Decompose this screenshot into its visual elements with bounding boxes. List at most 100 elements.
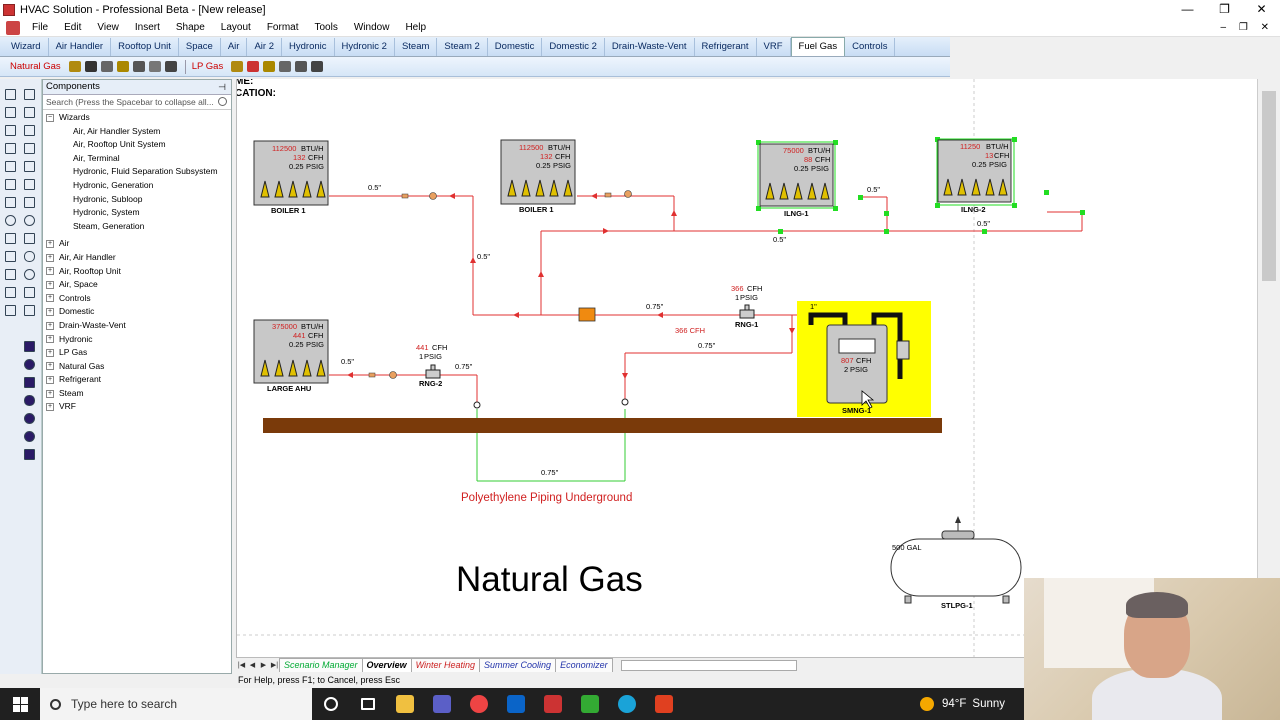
components-search-input[interactable]: Search (Press the Spacebar to collapse a… [43,95,231,110]
boiler-1-left[interactable]: 112500 BTU/H 132 CFH 0.25 PSIG BOILER 1 [253,140,329,215]
tab-steam[interactable]: Steam [395,38,438,56]
tab-fuel-gas[interactable]: Fuel Gas [790,37,846,56]
tree-item[interactable]: Air, Rooftop Unit System [73,139,166,150]
lp-burner-icon[interactable] [231,61,244,72]
fill-rounded-icon[interactable] [24,395,35,406]
tab-hydronic-2[interactable]: Hydronic 2 [335,38,395,56]
arrow-tool-icon[interactable] [24,143,35,154]
close-button[interactable]: ✕ [1256,2,1267,16]
meter-icon[interactable] [100,61,113,72]
mdi-controls-icon[interactable]: – ❐ ✕ [1220,22,1274,33]
search-icon[interactable] [218,97,227,106]
selection-handle-dots[interactable] [756,137,1085,234]
connector-tool-icon[interactable] [5,125,16,136]
tree-node[interactable]: +Air, Rooftop Unit [46,265,121,276]
tab-drain-waste-vent[interactable]: Drain-Waste-Vent [605,38,695,56]
inline-fittings[interactable] [368,190,632,409]
tab-air-handler[interactable]: Air Handler [49,38,112,56]
rect-tool-icon[interactable] [24,233,35,244]
fill-circle-icon[interactable] [24,359,35,370]
lp-valve-icon[interactable] [263,61,276,72]
tab-wizard[interactable]: Wizard [4,38,49,56]
tree-item[interactable]: Air, Air Handler System [73,125,161,136]
fill-shape-icon[interactable] [24,449,35,460]
tree-node[interactable]: +Steam [46,387,84,398]
outlook-icon[interactable] [497,688,534,720]
lp-connector-icon[interactable] [311,61,324,72]
tab-vrf[interactable]: VRF [757,38,791,56]
text-tool-icon[interactable] [5,161,16,172]
tab-domestic-2[interactable]: Domestic 2 [542,38,605,56]
lp-fitting-icon[interactable] [295,61,308,72]
tree-item[interactable]: Hydronic, Generation [73,179,154,190]
regulator-rng-1[interactable] [739,304,755,319]
file-explorer-icon[interactable] [386,688,423,720]
valve-icon[interactable] [116,61,129,72]
menu-layout[interactable]: Layout [220,21,251,33]
earthquake-valve[interactable] [578,307,596,322]
tree-item[interactable]: Hydronic, Fluid Separation Subsystem [73,166,218,177]
appliance-icon[interactable] [148,61,161,72]
group-tool-icon[interactable] [5,179,16,190]
weather-widget[interactable]: 94°F Sunny [920,688,1005,720]
tree-node[interactable]: +Hydronic [46,333,93,344]
regulator-icon[interactable] [84,61,97,72]
tree-node[interactable]: +VRF [46,401,76,412]
tree-item[interactable]: Steam, Generation [73,220,145,231]
cortana-icon[interactable] [312,688,349,720]
drawing-canvas[interactable]: ME: CATION: [236,79,1257,657]
gas-piping[interactable] [329,195,1083,403]
align-tool-icon[interactable] [5,197,16,208]
tab-rooftop-unit[interactable]: Rooftop Unit [111,38,179,56]
fill-rect-icon[interactable] [24,377,35,388]
sheet-tab-overview[interactable]: Overview [361,658,412,672]
menu-tools[interactable]: Tools [314,21,338,33]
camtasia-icon[interactable] [571,688,608,720]
tab-steam-2[interactable]: Steam 2 [437,38,488,56]
document-icon[interactable] [6,20,20,35]
tree-item[interactable]: Air, Terminal [73,152,120,163]
sheet-tab-winter-heating[interactable]: Winter Heating [410,658,481,672]
tab-air-2[interactable]: Air 2 [247,38,283,56]
tree-node[interactable]: +Refrigerant [46,374,102,385]
collapse-icon[interactable]: − [46,113,54,122]
menu-view[interactable]: View [97,21,119,33]
expand-icon[interactable]: + [46,294,54,303]
tree-item[interactable]: Hydronic, System [73,207,140,218]
sheet-tab-summer-cooling[interactable]: Summer Cooling [479,658,557,672]
tree-node[interactable]: +Domestic [46,306,95,317]
edge-icon[interactable] [608,688,645,720]
shape-tool-icon[interactable] [5,89,16,100]
taskbar-search-input[interactable]: Type here to search [40,688,312,720]
ellipse-tool-icon[interactable] [5,215,16,226]
vertical-scrollbar[interactable] [1257,79,1280,657]
menu-file[interactable]: File [32,21,49,33]
pan-tool-icon[interactable] [5,107,16,118]
oval-tool-icon[interactable] [24,269,35,280]
menu-shape[interactable]: Shape [175,21,205,33]
menu-window[interactable]: Window [353,21,390,33]
expand-icon[interactable]: + [46,253,54,262]
fill-square-icon[interactable] [24,341,35,352]
flip-tool-icon[interactable] [5,287,16,298]
tab-refrigerant[interactable]: Refrigerant [695,38,757,56]
large-ahu[interactable]: 375000 BTU/H 441 CFH 0.25 PSIG LARGE AHU [253,319,329,393]
tab-air[interactable]: Air [221,38,248,56]
tree-node[interactable]: +Air, Space [46,279,98,290]
arc-tool-icon[interactable] [24,161,35,172]
scrollbar-thumb[interactable] [1262,91,1276,281]
expand-icon[interactable]: + [46,308,54,317]
expand-icon[interactable]: + [46,376,54,385]
prev-sheet-icon[interactable]: ◀ [249,662,256,669]
chrome-icon[interactable] [460,688,497,720]
expand-icon[interactable]: + [46,362,54,371]
recorder-icon[interactable] [645,688,682,720]
tree-node[interactable]: +Air, Air Handler [46,251,116,262]
burner-icon[interactable] [68,61,81,72]
square-tool-icon[interactable] [24,197,35,208]
tree-node[interactable]: +Drain-Waste-Vent [46,319,126,330]
rotate-tool-icon[interactable] [24,107,35,118]
expand-icon[interactable]: + [46,335,54,344]
task-view-icon[interactable] [349,688,386,720]
menu-edit[interactable]: Edit [64,21,82,33]
